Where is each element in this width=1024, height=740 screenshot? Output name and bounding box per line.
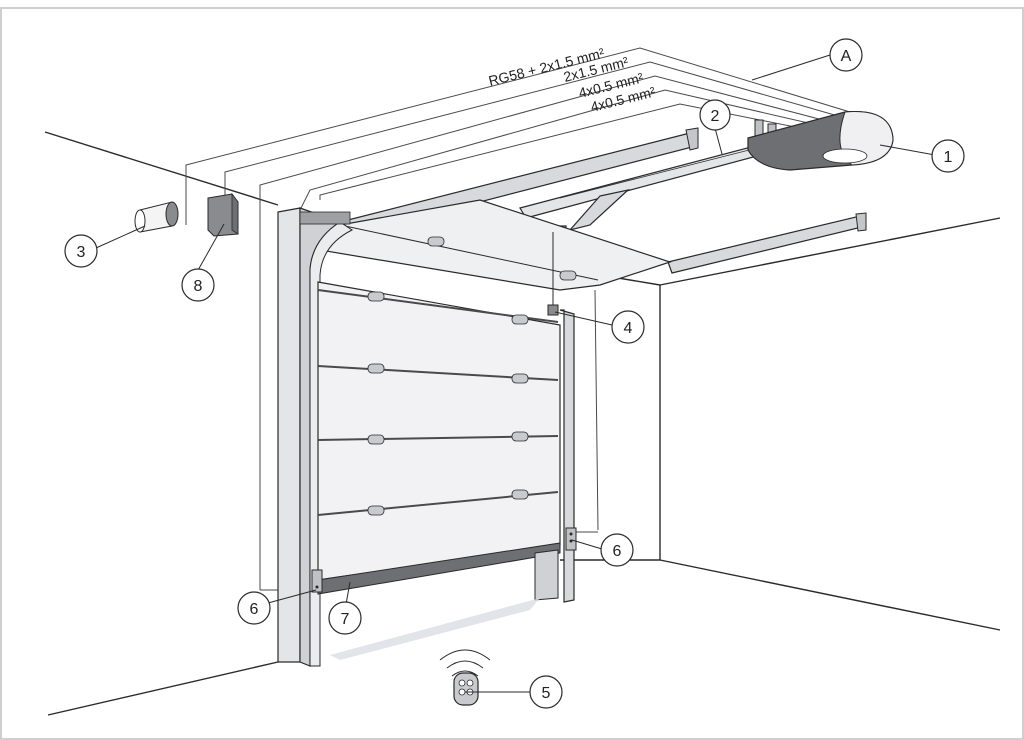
ceiling-rail-right	[667, 212, 867, 274]
callout-6-right: 6	[600, 533, 634, 567]
door-panel	[317, 236, 577, 581]
photocell-right	[565, 527, 577, 551]
remote-control	[439, 649, 491, 706]
callout-2-label: 2	[711, 108, 720, 125]
motor-unit	[747, 110, 894, 171]
callout-4: 4	[611, 310, 645, 344]
callout-5-label: 5	[542, 685, 551, 702]
door-frame-left	[277, 207, 353, 667]
callout-7-label: 7	[341, 611, 350, 628]
control-box	[207, 192, 239, 237]
callout-6-left-label: 6	[250, 601, 259, 618]
callout-8-label: 8	[194, 278, 203, 295]
frame-border	[0, 7, 1024, 740]
photocell-left	[311, 569, 323, 593]
callout-6-right-label: 6	[613, 543, 622, 560]
callout-7: 7	[328, 601, 362, 635]
callout-5: 5	[529, 675, 563, 709]
callout-1-label: 1	[944, 149, 953, 166]
callout-4-label: 4	[624, 320, 633, 337]
callout-3-label: 3	[77, 244, 86, 261]
callout-2: 2	[699, 99, 731, 131]
callout-a: A	[829, 38, 863, 72]
callout-1: 1	[931, 139, 965, 173]
floor-shadow	[330, 598, 540, 660]
callout-6-left: 6	[237, 591, 271, 625]
callout-3: 3	[64, 234, 98, 268]
callout-8: 8	[181, 268, 215, 302]
callout-a-label: A	[841, 48, 852, 65]
cable-labels: RG58 + 2x1.5 mm² 2x1.5 mm² 4x0.5 mm² 4x0…	[487, 45, 657, 115]
leader-lines	[95, 54, 936, 693]
room-outline	[44, 131, 1001, 716]
flashing-light	[134, 201, 179, 233]
